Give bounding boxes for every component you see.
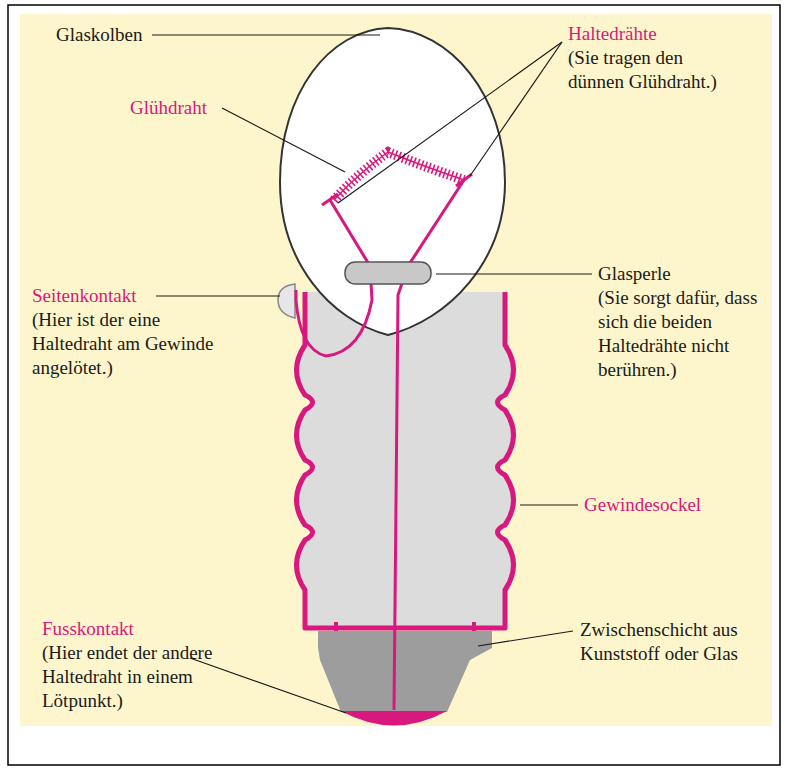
part-label: Haltedrähte xyxy=(568,22,758,46)
note-text: (Hier endet der andere Haltedraht in ein… xyxy=(42,641,232,713)
part-label: Fusskontakt xyxy=(42,617,232,641)
part-label: Seitenkontakt xyxy=(32,284,232,308)
note-text: Zwischenschicht aus Kunststoff oder Glas xyxy=(580,618,765,666)
thread-outline xyxy=(297,292,514,628)
part-label: Gewindesockel xyxy=(584,493,764,517)
leader-lines xyxy=(152,35,592,713)
thread-base xyxy=(297,292,514,628)
support-wire-right xyxy=(394,180,464,710)
yellow-ground xyxy=(20,14,772,726)
outer-frame xyxy=(8,5,780,765)
part-label: Glaskolben xyxy=(56,23,176,47)
part-label: Glasperle xyxy=(598,262,768,286)
foot-contact xyxy=(341,711,447,726)
note-text: (Hier ist der eine Haltedraht am Gewinde… xyxy=(32,308,232,380)
note-text: (Sie sorgt dafür, dass sich die beiden H… xyxy=(598,286,768,382)
glass-bead xyxy=(345,262,431,284)
part-label: Glühdraht xyxy=(130,96,250,120)
insulating-layer xyxy=(318,631,492,712)
side-contact xyxy=(278,284,295,318)
note-text: (Sie tragen den dünnen Glühdraht.) xyxy=(568,46,743,94)
base-notch xyxy=(336,622,474,631)
glass-bulb xyxy=(280,28,505,335)
